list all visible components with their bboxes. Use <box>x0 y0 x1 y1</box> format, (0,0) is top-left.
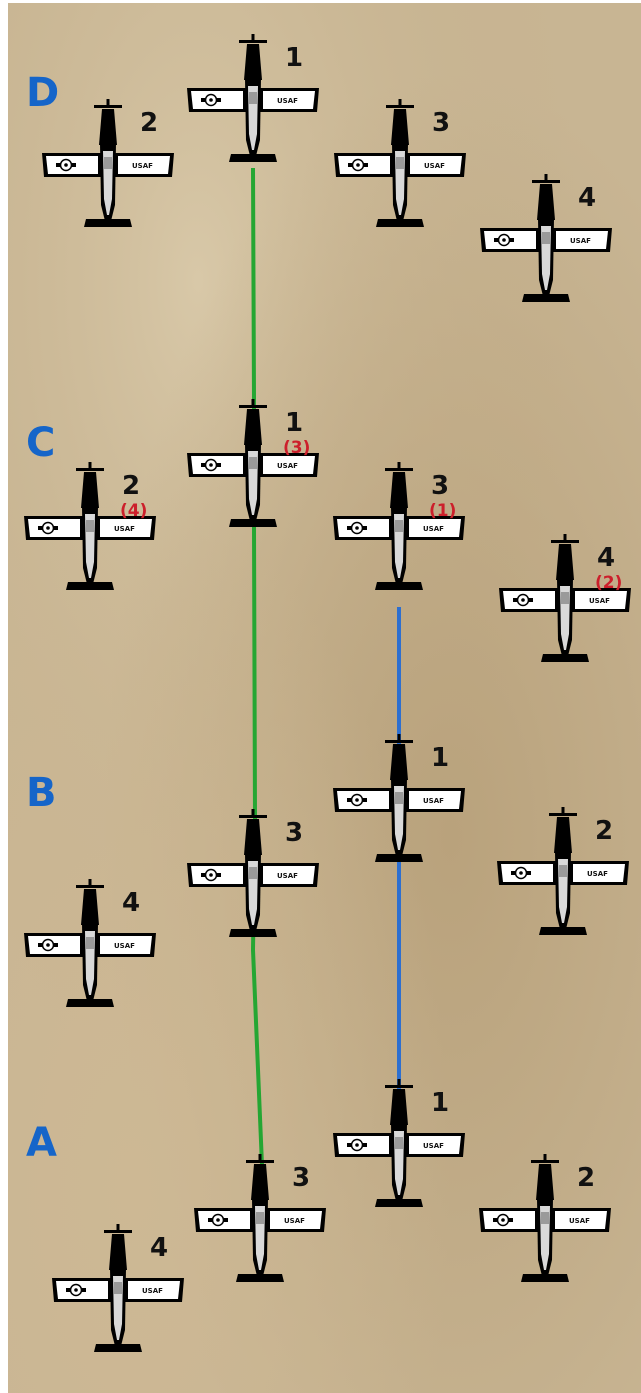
aircraft-c-3: USAF 3(1) <box>332 461 466 591</box>
plane-number: 1 <box>431 1088 449 1118</box>
phase-label-d: D <box>26 70 59 116</box>
aircraft-a-1: USAF 1 <box>332 1078 466 1208</box>
usaf-marking: USAF <box>424 162 445 170</box>
usaf-marking: USAF <box>114 942 135 950</box>
plane-alternate-number: (3) <box>283 438 310 458</box>
usaf-marking: USAF <box>423 525 444 533</box>
plane-number: 1 <box>285 408 303 438</box>
aircraft-b-1: USAF 1 <box>332 733 466 863</box>
usaf-marking: USAF <box>284 1217 305 1225</box>
usaf-marking: USAF <box>277 97 298 105</box>
plane-alternate-number: (2) <box>595 573 622 593</box>
usaf-marking: USAF <box>423 1142 444 1150</box>
plane-number: 2 <box>595 816 613 846</box>
usaf-marking: USAF <box>587 870 608 878</box>
usaf-marking: USAF <box>569 1217 590 1225</box>
aircraft-d-4: USAF 4 <box>479 173 613 303</box>
aircraft-a-4: USAF 4 <box>51 1223 185 1353</box>
green-path <box>250 167 264 1166</box>
plane-number: 1 <box>285 43 303 73</box>
aircraft-c-1: USAF 1(3) <box>186 398 320 528</box>
aircraft-d-2: USAF 2 <box>41 98 175 228</box>
aircraft-a-2: USAF 2 <box>478 1153 612 1283</box>
plane-number: 3 <box>292 1163 310 1193</box>
plane-number: 3 <box>431 471 449 501</box>
usaf-marking: USAF <box>277 872 298 880</box>
aircraft-c-4: USAF 4(2) <box>498 533 632 663</box>
usaf-marking: USAF <box>277 462 298 470</box>
plane-number: 4 <box>597 543 615 573</box>
aircraft-a-3: USAF 3 <box>193 1153 327 1283</box>
plane-number: 2 <box>577 1163 595 1193</box>
usaf-marking: USAF <box>132 162 153 170</box>
phase-label-a: A <box>26 1120 57 1166</box>
phase-label-b: B <box>26 770 57 816</box>
aircraft-layer: USAF1USAF2USAF3USAF4USAF1(3)USAF2(4)USAF… <box>23 33 632 1353</box>
usaf-marking: USAF <box>570 237 591 245</box>
aircraft-b-3: USAF 3 <box>186 808 320 938</box>
aircraft-b-2: USAF 2 <box>496 806 630 936</box>
usaf-marking: USAF <box>142 1287 163 1295</box>
plane-number: 4 <box>150 1233 168 1263</box>
plane-number: 2 <box>122 471 140 501</box>
plane-alternate-number: (4) <box>120 501 147 521</box>
plane-number: 3 <box>432 108 450 138</box>
aircraft-d-3: USAF 3 <box>333 98 467 228</box>
aircraft-b-4: USAF 4 <box>23 878 157 1008</box>
plane-number: 1 <box>431 743 449 773</box>
usaf-marking: USAF <box>114 525 135 533</box>
usaf-marking: USAF <box>589 597 610 605</box>
plane-number: 3 <box>285 818 303 848</box>
aircraft-d-1: USAF 1 <box>186 33 320 163</box>
phase-label-c: C <box>26 420 55 466</box>
plane-number: 4 <box>578 183 596 213</box>
usaf-marking: USAF <box>423 797 444 805</box>
plane-number: 2 <box>140 108 158 138</box>
plane-alternate-number: (1) <box>429 501 456 521</box>
plane-number: 4 <box>122 888 140 918</box>
aircraft-c-2: USAF 2(4) <box>23 461 157 591</box>
